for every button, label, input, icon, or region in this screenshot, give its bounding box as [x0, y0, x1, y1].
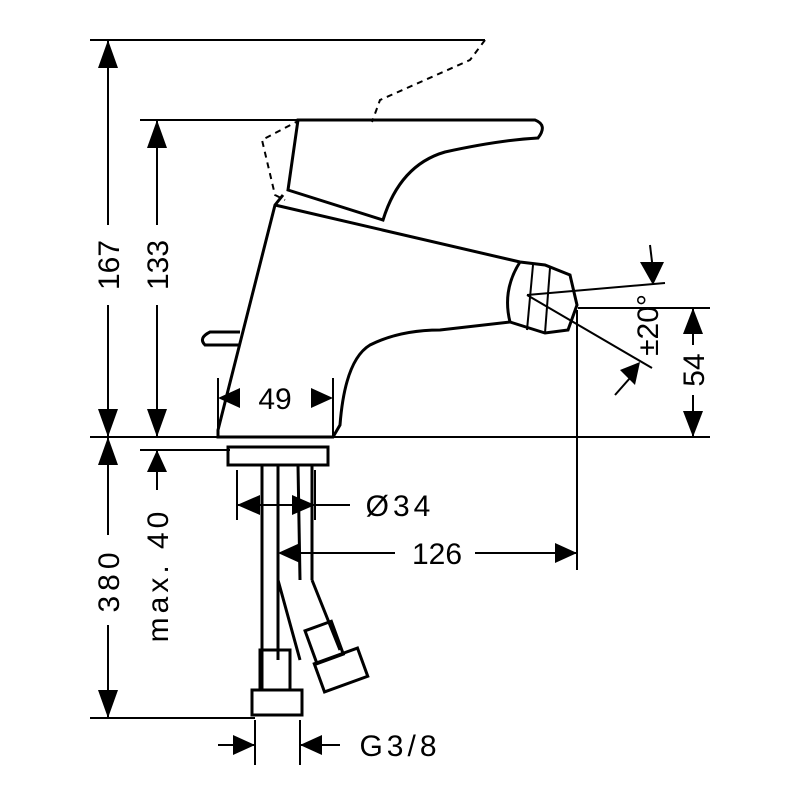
dimension-167-label: 167: [93, 240, 126, 290]
dimension-diameter: Ø34: [237, 490, 435, 523]
dimension-126: 126: [278, 538, 577, 571]
faucet-body: [200, 39, 579, 717]
dimension-thread: G3/8: [218, 730, 440, 763]
angle-label: ±20°: [632, 294, 665, 356]
dimension-angle: ±20°: [526, 244, 666, 396]
dimension-380: 380: [93, 437, 126, 718]
dimension-max-40: max. 40: [142, 450, 175, 642]
dimension-167: 167: [93, 40, 126, 437]
dimension-49: 49: [218, 383, 333, 416]
dimension-54-label: 54: [678, 353, 711, 386]
max-40-label: max. 40: [142, 508, 175, 643]
extension-lines: [90, 39, 710, 765]
dimension-133-label: 133: [142, 240, 175, 290]
dimension-126-label: 126: [412, 538, 462, 571]
thread-label: G3/8: [359, 730, 440, 763]
dimension-380-label: 380: [93, 547, 126, 612]
dimension-133: 133: [142, 120, 175, 437]
dimension-49-label: 49: [258, 383, 291, 416]
dimension-54: 54: [678, 308, 711, 437]
diameter-label: Ø34: [366, 490, 435, 523]
